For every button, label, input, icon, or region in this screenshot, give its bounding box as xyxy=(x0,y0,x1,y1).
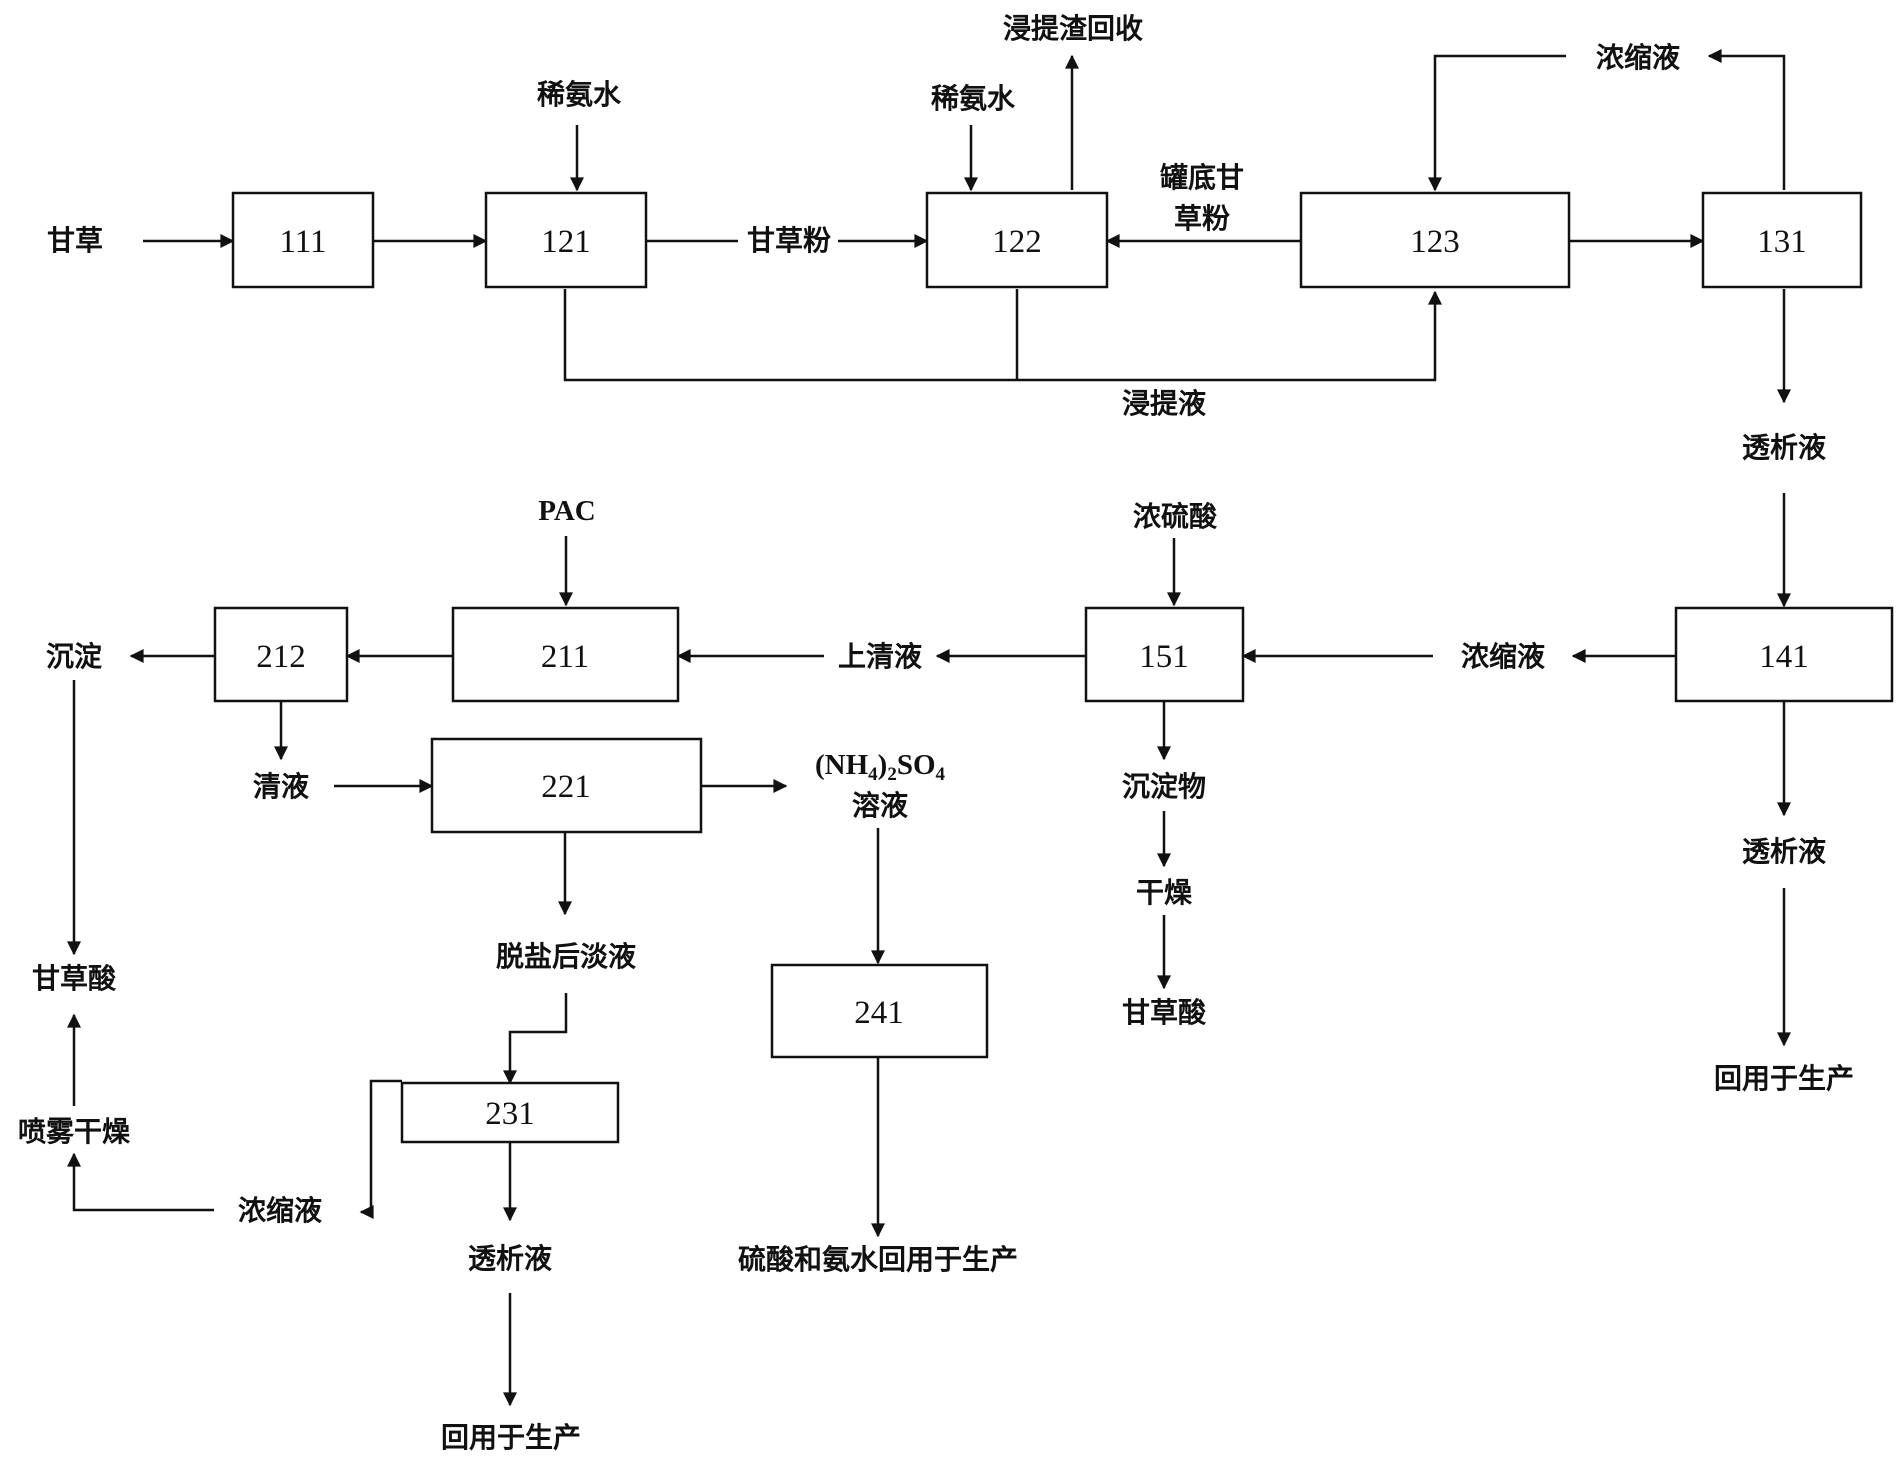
formula-part-2: ) xyxy=(878,749,888,781)
line-extract-liquid-loop xyxy=(563,289,1442,382)
box-123-label: 123 xyxy=(1410,224,1460,260)
box-221: 221 xyxy=(430,737,703,834)
box-231-label: 231 xyxy=(485,1096,535,1132)
box-241-label: 241 xyxy=(854,995,904,1031)
box-221-label: 221 xyxy=(541,769,591,805)
label-licorice-powder: 甘草粉 xyxy=(747,224,831,257)
box-212: 212 xyxy=(213,606,349,703)
box-141-label: 141 xyxy=(1759,639,1809,675)
label-extraction-residue-recovery: 浸提渣回收 xyxy=(1003,12,1143,45)
box-111-label: 111 xyxy=(279,224,326,260)
box-211: 211 xyxy=(451,606,680,703)
connectors xyxy=(67,49,1791,1407)
box-151: 151 xyxy=(1084,606,1245,703)
box-212-label: 212 xyxy=(256,639,306,675)
label-dialysate-231: 透析液 xyxy=(468,1242,552,1275)
box-231: 231 xyxy=(400,1081,620,1144)
label-sediment: 沉淀 xyxy=(46,640,103,673)
box-122-label: 122 xyxy=(992,224,1042,260)
formula-sub-3: 4 xyxy=(936,764,946,785)
arrow-concentrate-to-123 xyxy=(1428,54,1566,192)
label-dialysate-131: 透析液 xyxy=(1742,431,1826,464)
label-tank-bottom-line1: 罐底甘 xyxy=(1160,161,1244,194)
box-121: 121 xyxy=(484,191,648,289)
label-drying: 干燥 xyxy=(1136,876,1193,909)
label-concentrated-sulfuric-acid: 浓硫酸 xyxy=(1133,500,1218,533)
labels: 甘草 稀氨水 稀氨水 甘草粉 浸提渣回收 罐底甘 草粉 浓缩液 浸提液 透析液 … xyxy=(18,12,1854,1454)
box-151-label: 151 xyxy=(1139,639,1189,675)
label-licorice: 甘草 xyxy=(47,224,103,257)
label-desalted-dilute-liquid: 脱盐后淡液 xyxy=(496,940,636,973)
box-131: 131 xyxy=(1701,191,1863,289)
box-111: 111 xyxy=(231,191,375,289)
label-glycyrrhizic-acid-mid: 甘草酸 xyxy=(1122,996,1207,1029)
label-concentrate-231: 浓缩液 xyxy=(238,1194,322,1227)
arrow-concentrate-to-spray-dry xyxy=(67,1152,214,1212)
label-dialysate-141: 透析液 xyxy=(1742,835,1826,868)
label-spray-drying: 喷雾干燥 xyxy=(18,1115,131,1148)
label-dilute-ammonia-1: 稀氨水 xyxy=(537,78,622,111)
formula-sub-1: 4 xyxy=(868,764,878,785)
label-reuse-bottom: 回用于生产 xyxy=(441,1421,581,1454)
label-concentrate-141: 浓缩液 xyxy=(1461,640,1545,673)
box-121-label: 121 xyxy=(541,224,591,260)
label-dilute-ammonia-2: 稀氨水 xyxy=(931,82,1016,115)
box-241: 241 xyxy=(770,963,989,1059)
label-acid-ammonia-reuse: 硫酸和氨水回用于生产 xyxy=(738,1243,1018,1276)
arrow-desalted-to-231 xyxy=(503,993,568,1085)
arrow-131-to-concentrate xyxy=(1707,49,1786,190)
box-141: 141 xyxy=(1674,606,1894,703)
label-concentrate-top: 浓缩液 xyxy=(1596,41,1680,74)
label-glycyrrhizic-acid-left: 甘草酸 xyxy=(32,962,117,995)
label-supernatant: 上清液 xyxy=(838,640,922,673)
box-123: 123 xyxy=(1299,191,1571,289)
box-211-label: 211 xyxy=(541,639,589,675)
box-131-label: 131 xyxy=(1757,224,1807,260)
arrow-231-to-concentrate xyxy=(359,1079,402,1219)
box-122: 122 xyxy=(925,191,1109,289)
label-reuse-right: 回用于生产 xyxy=(1714,1062,1854,1095)
formula-sub-2: 2 xyxy=(887,764,897,785)
label-clear-liquid: 清液 xyxy=(253,770,309,803)
label-solution: 溶液 xyxy=(852,789,908,822)
label-precipitate: 沉淀物 xyxy=(1122,770,1206,803)
label-ammonium-sulfate-formula: (NH4)2SO4 xyxy=(815,749,946,785)
formula-part-3: SO xyxy=(897,749,936,781)
label-pac: PAC xyxy=(538,495,595,527)
label-extract-liquid: 浸提液 xyxy=(1122,387,1206,420)
formula-part-1: (NH xyxy=(815,749,869,781)
label-tank-bottom-line2: 草粉 xyxy=(1174,202,1230,235)
